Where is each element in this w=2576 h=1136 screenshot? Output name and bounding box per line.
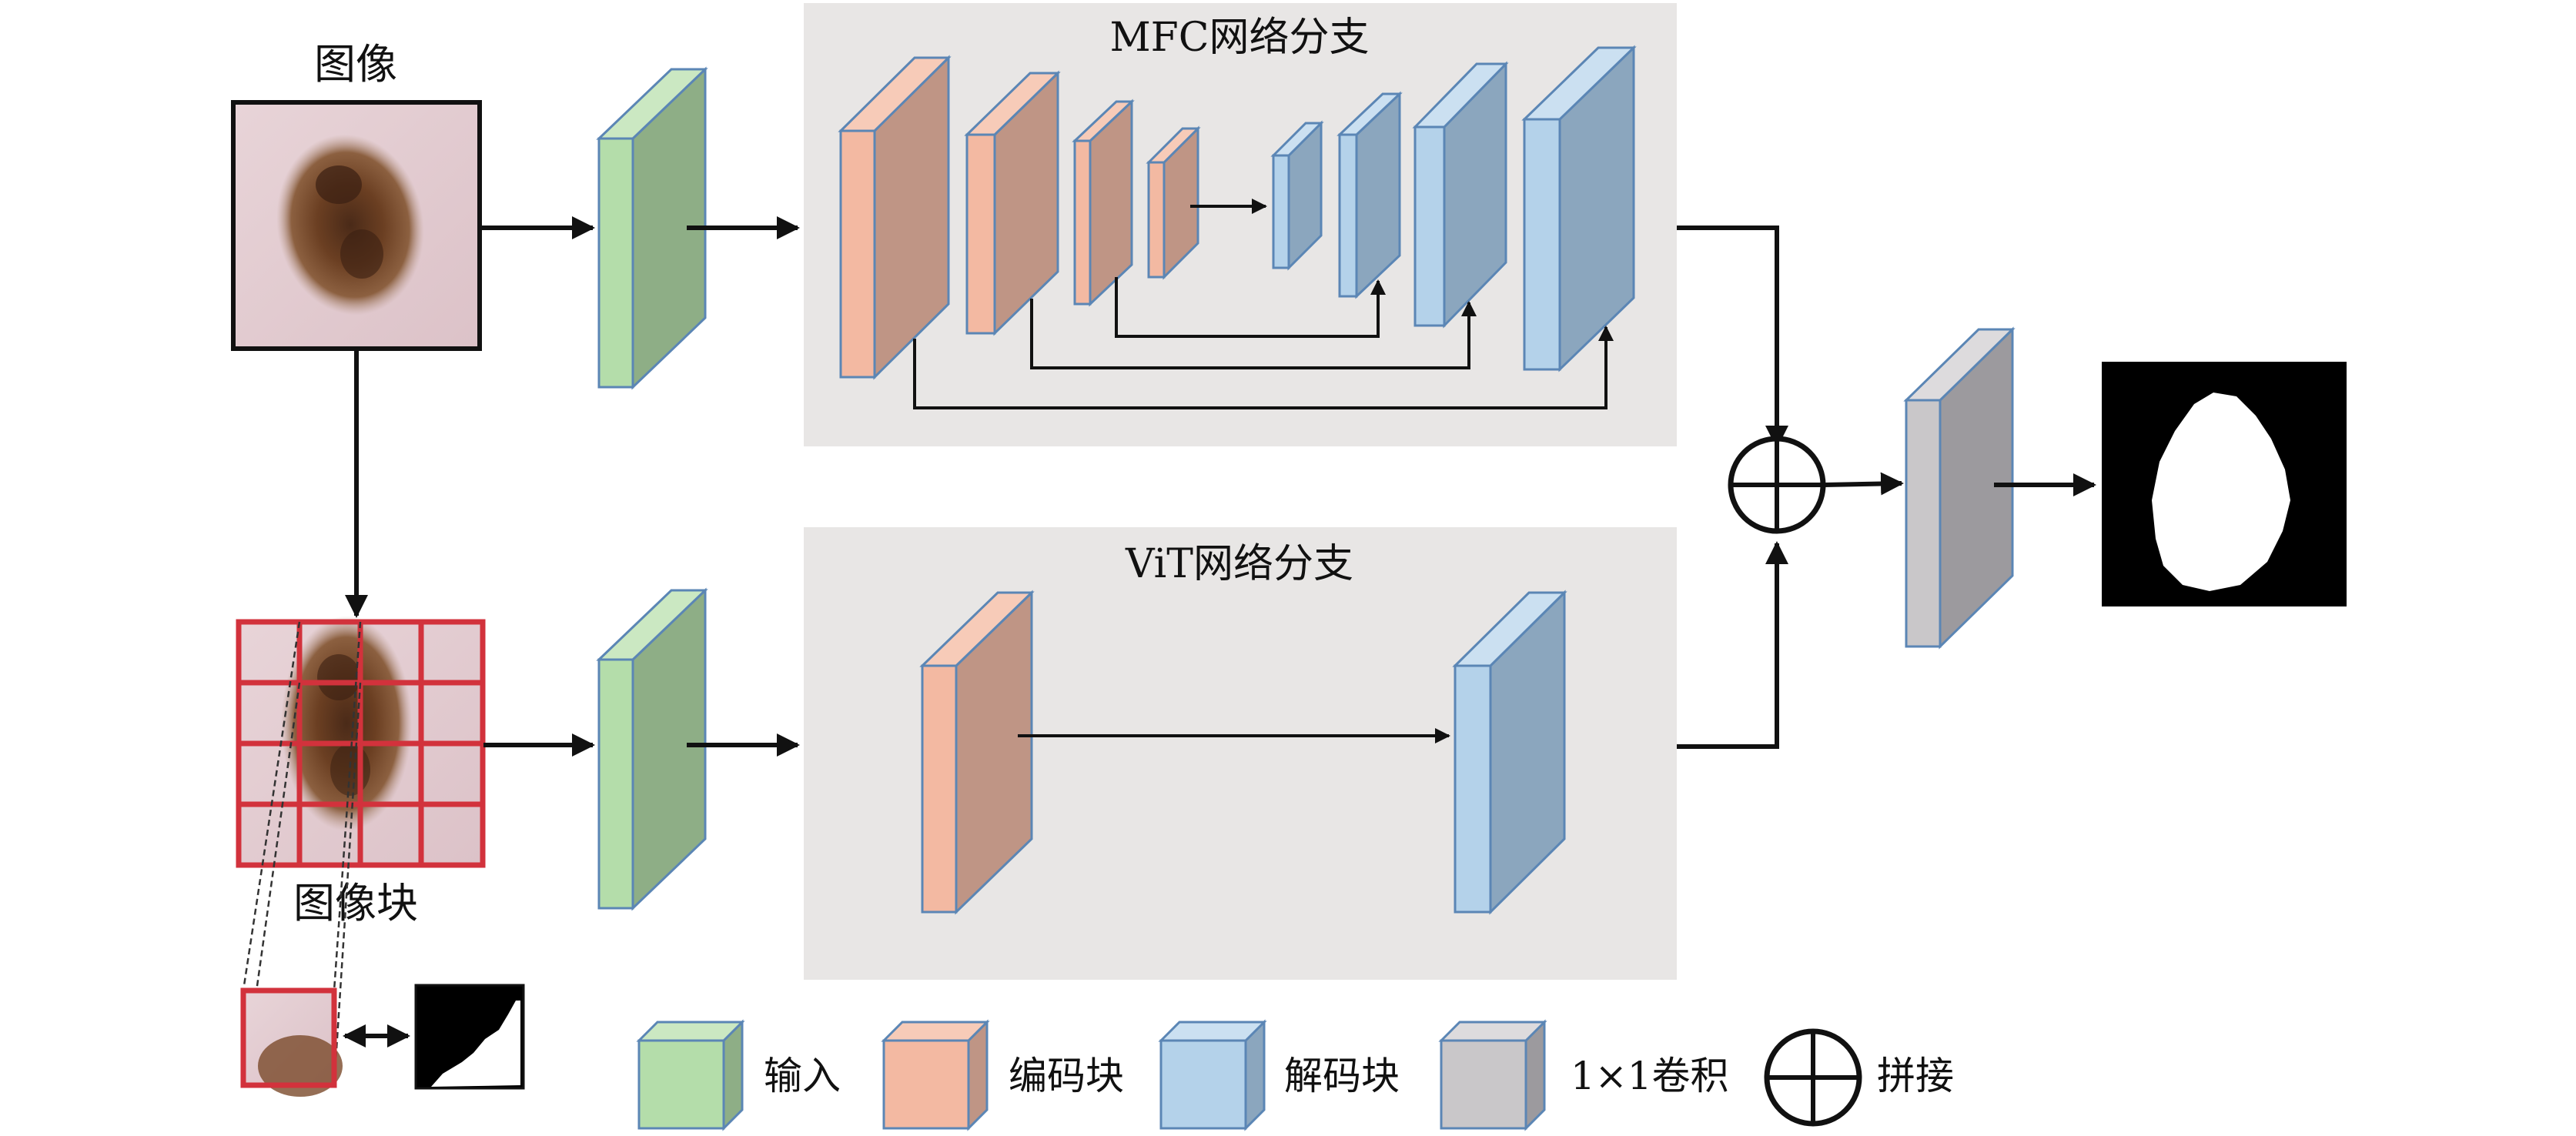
patches-label: 图像块 bbox=[293, 879, 418, 927]
vit-decoder-block bbox=[1452, 590, 1567, 915]
vit-branch-title: ViT网络分支 bbox=[1125, 541, 1353, 587]
arrow-vit-to-concat bbox=[1677, 541, 1788, 749]
legend-encoder-label: 编码块 bbox=[1009, 1054, 1124, 1098]
zoom-lines bbox=[242, 621, 362, 1086]
mfc-skip-connection-2 bbox=[1030, 299, 1477, 369]
mfc-decoder-block-3 bbox=[1412, 61, 1509, 329]
legend-conv-swatch bbox=[1438, 1019, 1547, 1131]
single-patch bbox=[240, 987, 343, 1097]
mfc-decoder-block-1 bbox=[1270, 120, 1324, 271]
mfc-encoder-block-4 bbox=[1146, 125, 1201, 280]
patch-grid-lines bbox=[236, 619, 486, 868]
concat-symbol bbox=[1728, 436, 1826, 534]
arrow-concat-to-conv bbox=[1824, 472, 1904, 496]
legend-decoder-label: 解码块 bbox=[1284, 1054, 1400, 1098]
mfc-branch-title: MFC网络分支 bbox=[1109, 15, 1369, 61]
image-label: 图像 bbox=[314, 40, 397, 89]
mfc-encoder-block-3 bbox=[1072, 99, 1135, 307]
mfc-encoder-block-1 bbox=[838, 55, 952, 380]
arrow-mfc-to-concat bbox=[1677, 226, 1788, 449]
input-image bbox=[231, 100, 482, 351]
input-block-top bbox=[596, 66, 708, 390]
legend-concat-label: 拼接 bbox=[1877, 1054, 1954, 1098]
conv1x1-block bbox=[1903, 326, 2016, 650]
legend-encoder-swatch bbox=[881, 1019, 990, 1131]
legend-input-swatch bbox=[636, 1019, 745, 1131]
single-patch-mask bbox=[414, 984, 525, 1090]
vit-encoder-block bbox=[919, 590, 1035, 915]
input-block-bottom bbox=[596, 587, 708, 911]
legend-conv-label: 1×1卷积 bbox=[1571, 1054, 1729, 1098]
legend-concat-symbol bbox=[1764, 1028, 1862, 1127]
legend-input-label: 输入 bbox=[764, 1054, 841, 1098]
mfc-skip-connection-3 bbox=[913, 326, 1614, 409]
mfc-decoder-block-2 bbox=[1337, 91, 1403, 299]
mfc-skip-connection-1 bbox=[1115, 277, 1386, 338]
mfc-decoder-block-4 bbox=[1521, 45, 1637, 373]
legend-decoder-swatch bbox=[1158, 1019, 1267, 1131]
mfc-encoder-block-2 bbox=[964, 70, 1061, 336]
output-mask bbox=[2102, 362, 2347, 606]
